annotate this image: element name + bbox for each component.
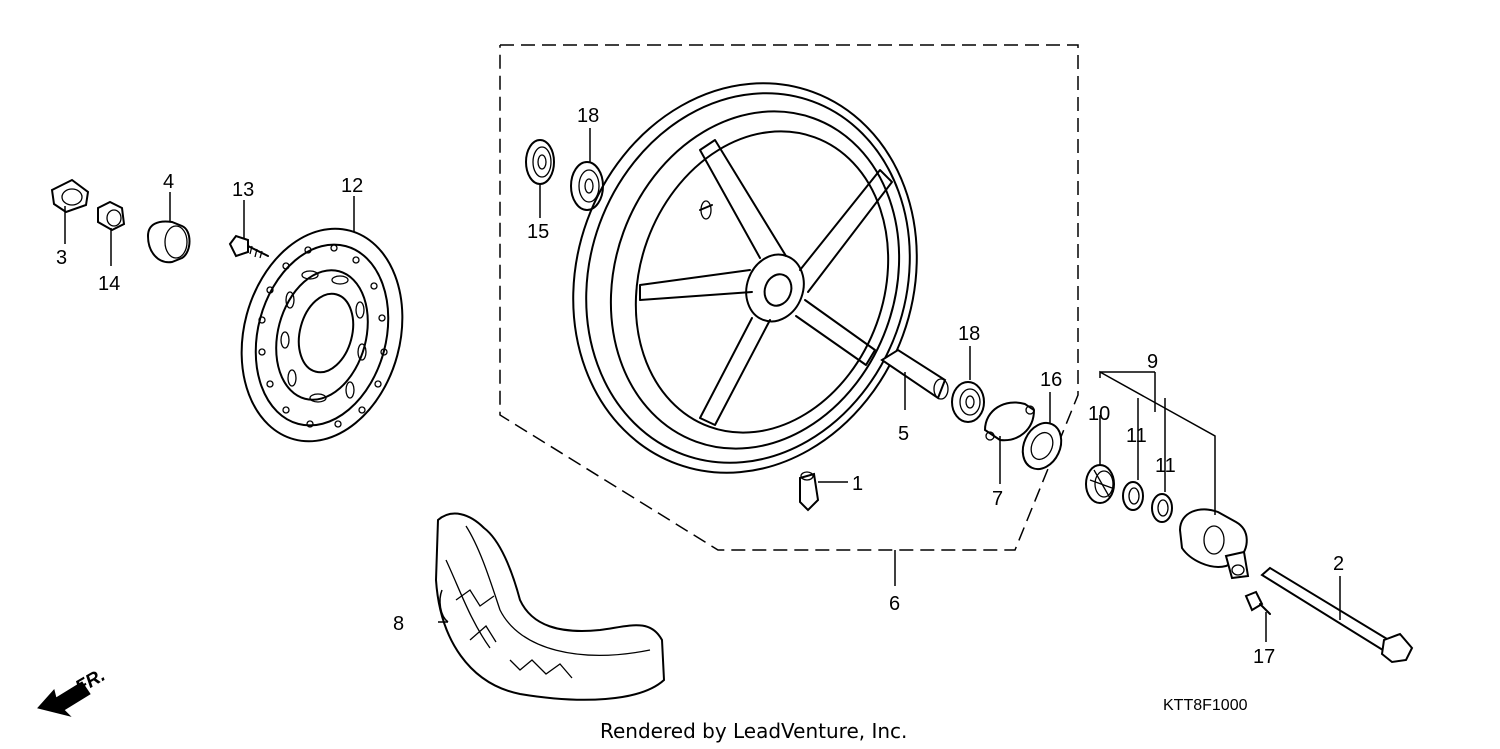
callout-11b: 11 [1155,455,1176,477]
part-17-screw[interactable] [1244,590,1271,615]
part-5-collar[interactable] [880,348,949,400]
part-4-spacer[interactable] [146,220,191,264]
part-7-retainer[interactable] [983,401,1036,442]
part-10-gear[interactable] [1085,464,1115,504]
callout-13: 13 [232,179,254,201]
callout-6: 6 [889,593,900,615]
part-8-tire[interactable] [434,512,666,701]
callout-9: 9 [1147,351,1158,373]
callout-16: 16 [1040,369,1062,391]
diagram-code: KTT8F1000 [1163,697,1248,714]
part-12-brake-disc[interactable] [219,210,426,459]
callout-5: 5 [898,423,909,445]
callout-15: 15 [527,221,549,243]
leader-lines [64,128,1341,642]
part-18-bearing-upper[interactable] [570,161,604,211]
part-1-valve[interactable] [799,471,820,512]
callout-3: 3 [56,247,67,269]
callout-4: 4 [163,171,174,193]
part-6-wheel[interactable] [519,34,970,521]
callout-2: 2 [1333,553,1344,575]
part-3-nut[interactable] [50,178,90,214]
callout-18a: 18 [577,105,599,127]
credit-text: Rendered by LeadVenture, Inc. [600,719,907,743]
callout-17: 17 [1253,646,1275,668]
callout-14: 14 [98,273,120,295]
part-18-bearing-lower[interactable] [951,381,985,423]
callout-12: 12 [341,175,363,197]
part-16-dust-seal[interactable] [1016,417,1069,476]
wheel-assembly-boundary [499,44,1079,551]
part-11-washer-a[interactable] [1122,481,1144,511]
part-13-bolt[interactable] [228,234,269,259]
callout-1: 1 [852,473,863,495]
part-15-bearing[interactable] [525,139,555,185]
front-direction-arrow-icon: FR. [37,665,109,717]
part-9-gearbox[interactable] [1178,508,1250,580]
callout-18b: 18 [958,323,980,345]
callout-11a: 11 [1126,425,1147,447]
callout-7: 7 [992,488,1003,510]
part-11-washer-b[interactable] [1151,493,1173,523]
part-14-collar[interactable] [97,200,126,232]
callout-10: 10 [1088,403,1110,425]
callout-8: 8 [393,613,404,635]
part-2-axle-bolt[interactable] [1260,566,1414,664]
